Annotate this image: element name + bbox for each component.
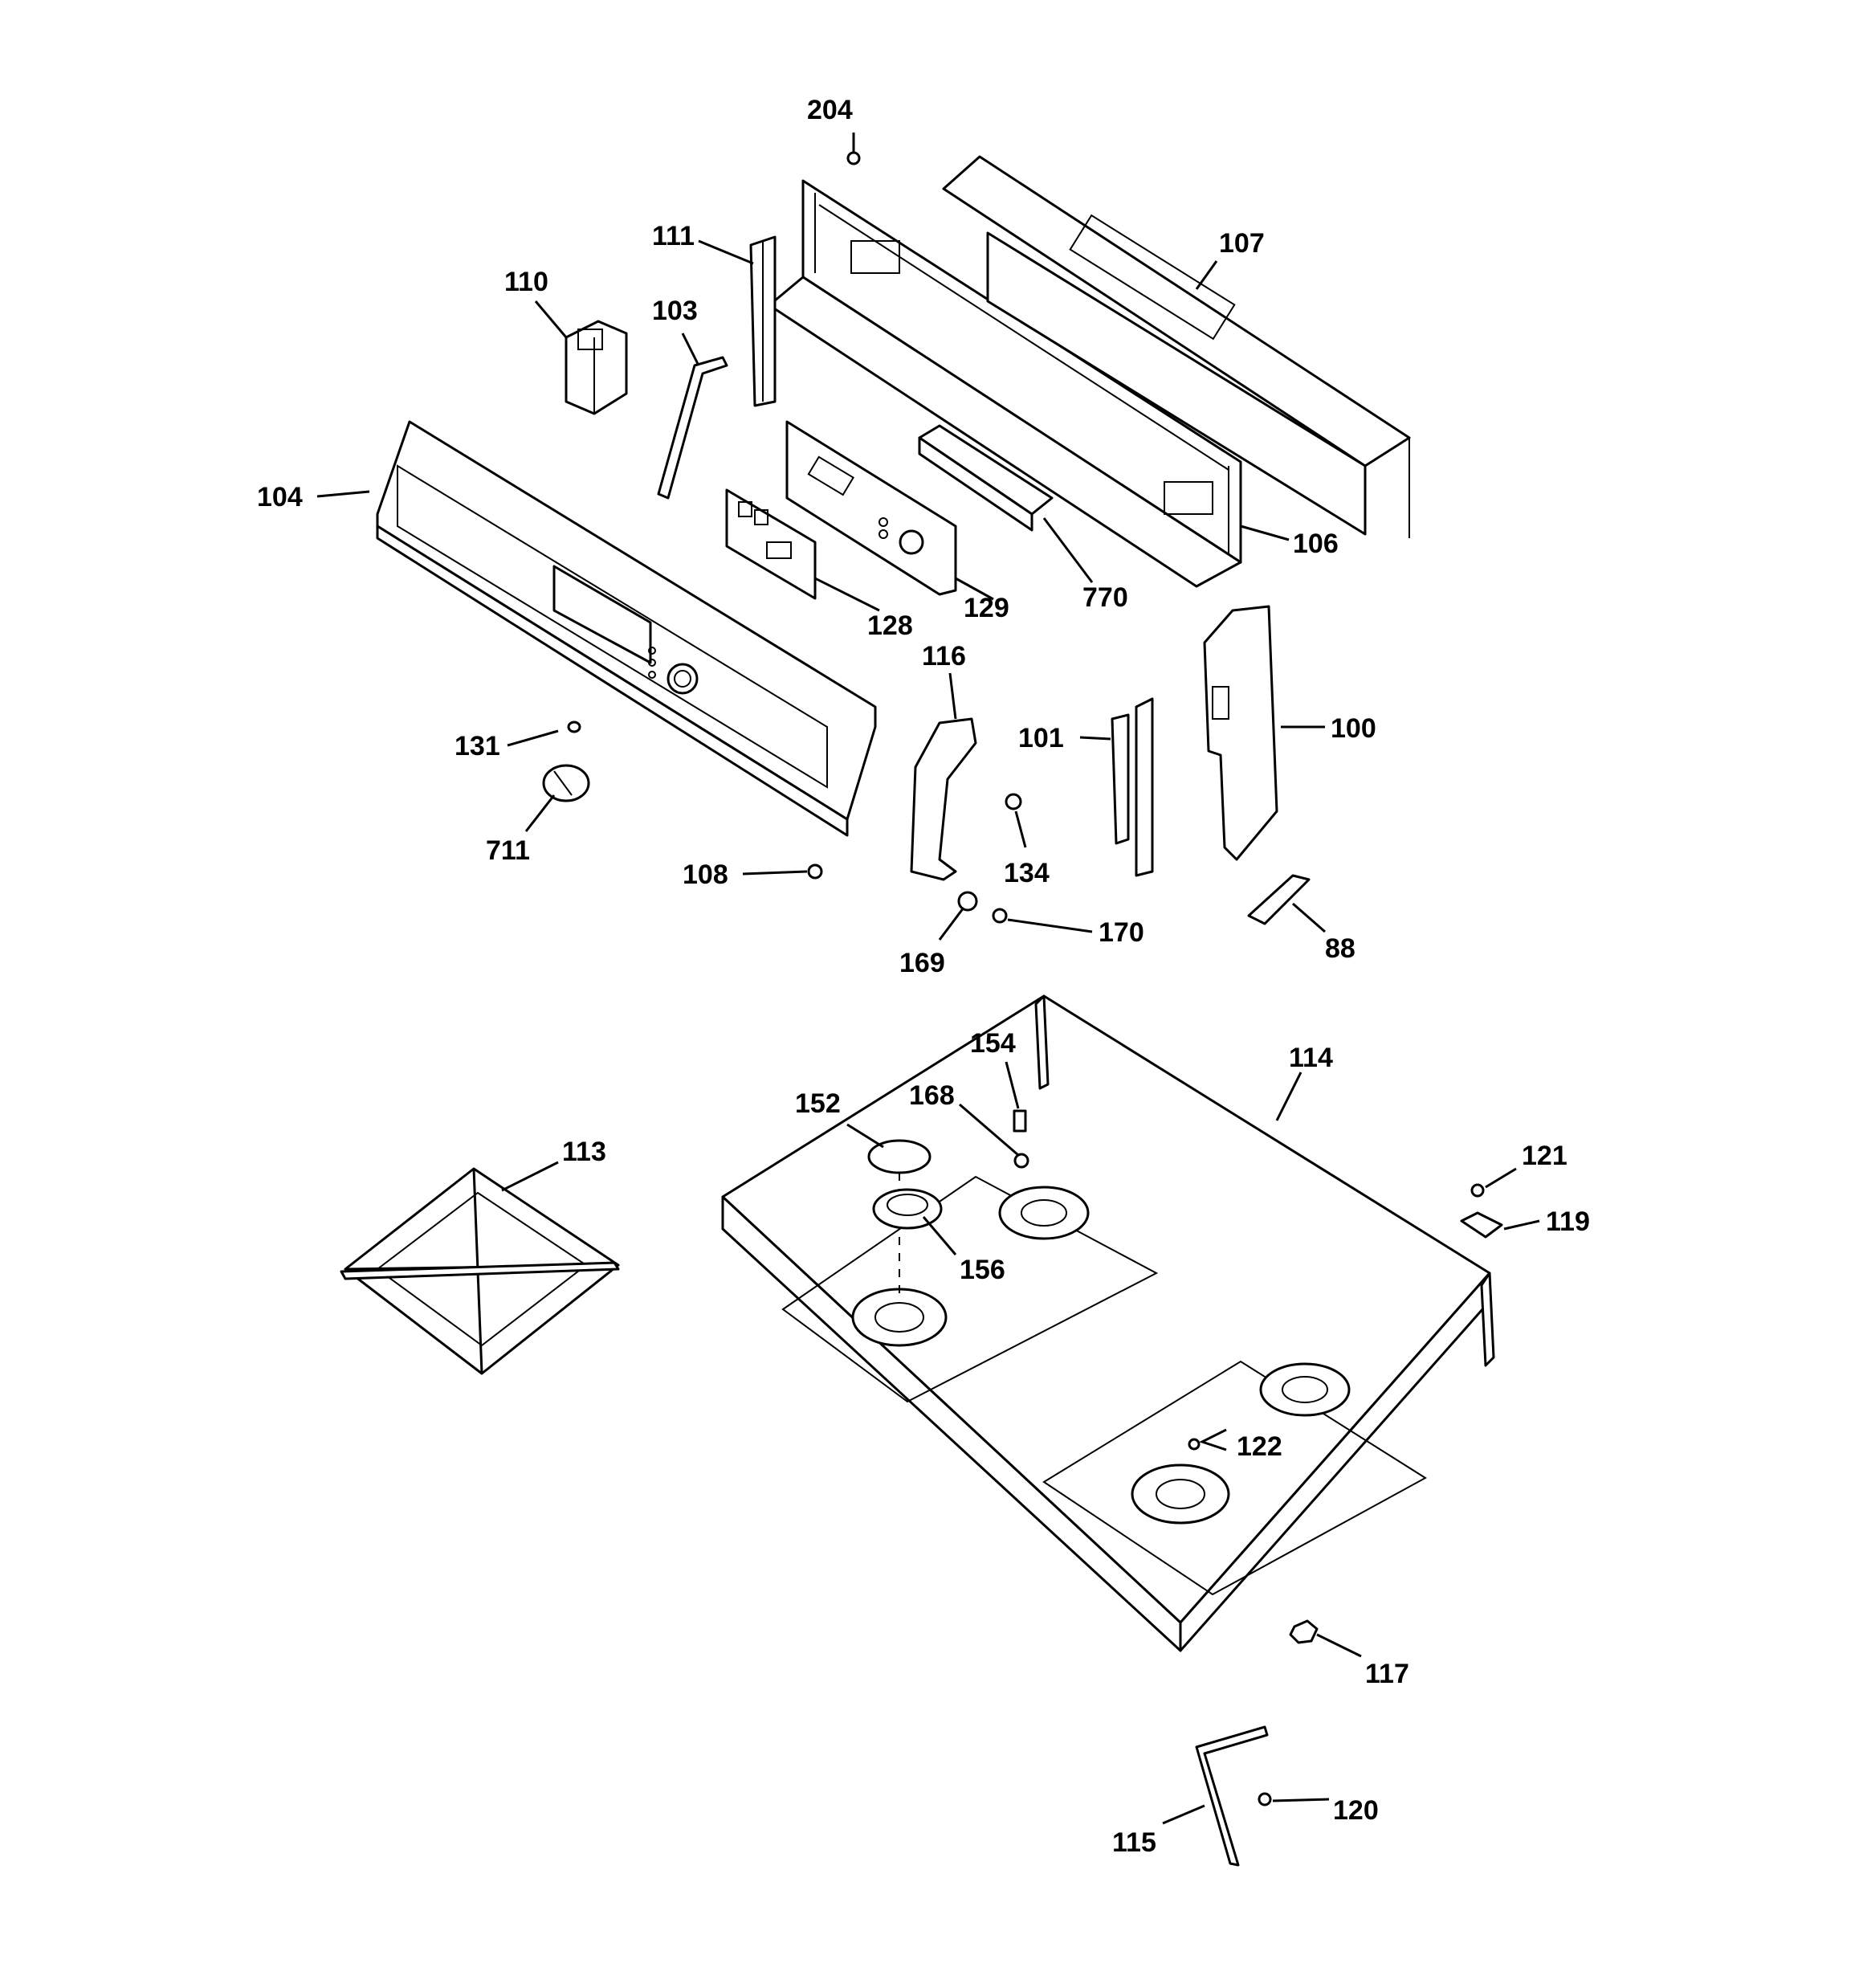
label-156: 156 — [960, 1255, 1005, 1285]
bracket-part-111 — [749, 235, 777, 407]
label-108: 108 — [683, 859, 728, 890]
label-152: 152 — [795, 1088, 841, 1119]
burner-cap-part-152 — [867, 1139, 932, 1174]
label-129: 129 — [964, 593, 1009, 623]
label-117: 117 — [1365, 1659, 1409, 1689]
hinge-part-119 — [1460, 1211, 1503, 1239]
bracket-part-110 — [565, 320, 628, 415]
screw-part-170 — [992, 908, 1008, 924]
label-169: 169 — [899, 948, 945, 978]
cap-part-131 — [567, 720, 581, 733]
leader-lines — [316, 133, 1540, 1825]
control-panel-part-104 — [376, 420, 877, 837]
screw-part-134 — [1005, 793, 1022, 810]
bracket-part-101 — [1111, 697, 1154, 877]
label-131: 131 — [455, 731, 500, 761]
cover-part-770 — [918, 424, 1054, 532]
label-770: 770 — [1082, 582, 1128, 613]
screw-part-108 — [807, 863, 823, 880]
label-115: 115 — [1112, 1827, 1156, 1858]
label-100: 100 — [1331, 713, 1376, 744]
washer-part-169 — [957, 891, 978, 912]
label-110: 110 — [504, 267, 548, 297]
label-103: 103 — [652, 296, 698, 326]
end-cap-part-116 — [910, 717, 977, 881]
spacer-part-88 — [1247, 874, 1311, 925]
label-134: 134 — [1004, 858, 1050, 888]
screw-part-121 — [1470, 1183, 1485, 1198]
label-120: 120 — [1333, 1795, 1379, 1826]
label-122: 122 — [1237, 1431, 1282, 1462]
label-154: 154 — [970, 1028, 1016, 1059]
orifice-part-154 — [1013, 1109, 1027, 1133]
wire-part-103 — [657, 356, 728, 500]
grate-part-113 — [340, 1167, 620, 1375]
nut-part-117 — [1289, 1619, 1319, 1644]
side-panel-part-100 — [1203, 605, 1278, 861]
screw-part-204 — [846, 151, 861, 165]
label-168: 168 — [909, 1080, 955, 1111]
label-711: 711 — [486, 835, 530, 866]
knob-part-711 — [542, 764, 590, 802]
burner-head-part-156 — [872, 1188, 943, 1230]
label-104: 104 — [257, 482, 303, 512]
control-board-part-129 — [785, 420, 957, 596]
label-121: 121 — [1522, 1141, 1567, 1171]
part-labels: 204 111 107 110 103 104 106 770 129 128 … — [257, 95, 1590, 1858]
label-119: 119 — [1546, 1206, 1590, 1237]
label-128: 128 — [867, 610, 913, 641]
label-114: 114 — [1289, 1043, 1333, 1073]
label-204: 204 — [807, 95, 853, 125]
label-101: 101 — [1018, 723, 1064, 753]
screw-part-168 — [1013, 1153, 1029, 1169]
label-170: 170 — [1099, 917, 1144, 948]
screw-part-122 — [1188, 1438, 1201, 1451]
label-111: 111 — [652, 221, 695, 251]
label-88: 88 — [1325, 933, 1355, 964]
label-107: 107 — [1219, 228, 1265, 259]
screw-part-120 — [1258, 1792, 1272, 1806]
label-113: 113 — [562, 1137, 606, 1167]
top-trim-part-107 — [942, 155, 1411, 538]
label-106: 106 — [1293, 529, 1339, 559]
wire-part-115 — [1195, 1725, 1269, 1867]
label-116: 116 — [922, 641, 966, 672]
overlay-part-128 — [725, 488, 817, 600]
